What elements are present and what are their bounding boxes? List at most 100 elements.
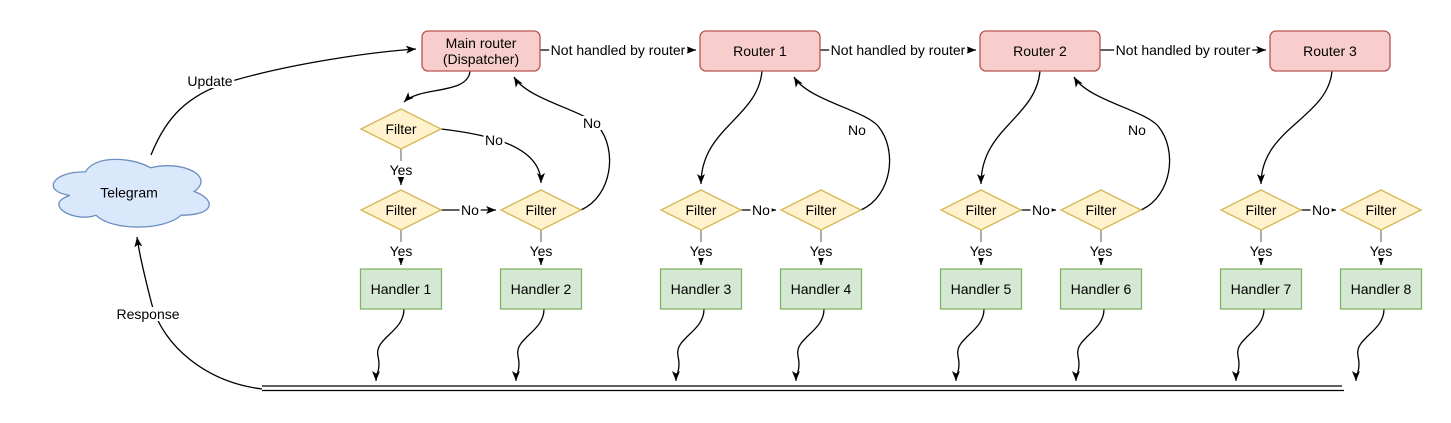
handler-8-node-label: Handler 8	[1351, 281, 1412, 297]
main-router-node-label: Main router	[446, 35, 517, 51]
yes-r3-2-label: Yes	[1370, 243, 1393, 259]
filter-r1-2-label: Filter	[805, 202, 836, 218]
edge-update	[150, 45, 417, 156]
edge-r2-filters-no-label: No	[1032, 202, 1050, 218]
filter-r3-2-label: Filter	[1365, 202, 1396, 218]
edge-main-filter-no-diag	[440, 128, 545, 184]
edge-handler-4-bus	[792, 308, 825, 382]
handler-7-node	[1219, 268, 1303, 310]
yes-r1-2-label: Yes	[810, 243, 833, 259]
edge-r2-filters-no-label-bg	[1030, 203, 1052, 217]
edge-handler-5-bus	[952, 308, 985, 382]
yes-r1-1-label-bg	[688, 244, 714, 258]
edge-handler-1-bus	[372, 308, 405, 382]
filter-main-1-label: Filter	[385, 202, 416, 218]
yes-r1-2-label-bg	[808, 244, 834, 258]
yes-main-top-label-bg	[388, 163, 414, 177]
edge-r1-to-filter	[697, 70, 763, 185]
filter-r2-1-label: Filter	[965, 202, 996, 218]
edge-r1-filters-no-label-bg	[750, 203, 772, 217]
filter-r1-1	[659, 189, 743, 231]
edge-main-filter-no-diag-label: No	[485, 132, 503, 148]
yes-r3-1-label-bg	[1248, 244, 1274, 258]
filter-r3-2	[1339, 189, 1423, 231]
main-router-node-label: (Dispatcher)	[443, 51, 519, 67]
telegram-cloud	[52, 158, 210, 228]
handler-5-node	[939, 268, 1023, 310]
response-bus-layer	[262, 385, 1344, 392]
filter-main-1	[359, 189, 443, 231]
yes-r2-1-label-bg	[968, 244, 994, 258]
edge-not-handled-3-label: Not handled by router	[1116, 42, 1251, 58]
edges-layer	[134, 45, 1385, 390]
edge-handler-8-bus	[1352, 308, 1385, 382]
edge-handler-7-bus	[1232, 308, 1265, 382]
handler-2-node-label: Handler 2	[511, 281, 572, 297]
yes-main-2-label-bg	[528, 244, 554, 258]
filter-r1-2	[779, 189, 863, 231]
filter-r3-1	[1219, 189, 1303, 231]
router-1-node-label: Router 1	[733, 43, 787, 59]
edge-main-return-no-label: No	[583, 115, 601, 131]
edge-not-handled-2-label-bg	[829, 43, 968, 57]
edge-main-filters-no-label-bg	[459, 203, 481, 217]
filter-r2-1	[939, 189, 1023, 231]
yes-r2-2-label-bg	[1088, 244, 1114, 258]
handler-6-node	[1059, 268, 1143, 310]
edge-not-handled-2-label: Not handled by router	[831, 42, 966, 58]
yes-main-2-label: Yes	[530, 243, 553, 259]
main-router-node	[421, 30, 541, 72]
telegram-cloud-label: Telegram	[100, 185, 158, 201]
yes-r3-1-label: Yes	[1250, 243, 1273, 259]
edge-r2-return-no	[1073, 76, 1171, 211]
edge-response-label-bg	[114, 307, 182, 321]
handler-6-node-label: Handler 6	[1071, 281, 1132, 297]
edge-r2-return-no-label: No	[1128, 122, 1146, 138]
nodes-layer: Telegram Main router(Dispatcher) Router 1 R…	[52, 30, 1423, 310]
filter-r3-1-label: Filter	[1245, 202, 1276, 218]
edge-handler-2-bus	[512, 308, 545, 382]
handler-3-node	[659, 268, 743, 310]
handler-1-node-label: Handler 1	[371, 281, 432, 297]
filter-main-top	[359, 108, 443, 150]
handler-4-node	[779, 268, 863, 310]
yes-r2-1-label: Yes	[970, 243, 993, 259]
edge-r3-filters-no-label: No	[1312, 202, 1330, 218]
edge-main-return-no	[513, 76, 611, 211]
edge-r1-return-no-label: No	[848, 122, 866, 138]
router-2-node	[979, 30, 1101, 72]
handler-4-node-label: Handler 4	[791, 281, 852, 297]
edge-handler-6-bus	[1072, 308, 1105, 382]
edge-update-label: Update	[187, 73, 232, 89]
edge-main-to-filter	[403, 70, 471, 103]
yes-r1-1-label: Yes	[690, 243, 713, 259]
handler-3-node-label: Handler 3	[671, 281, 732, 297]
router-1-node	[699, 30, 821, 72]
filter-main-2-label: Filter	[525, 202, 556, 218]
edge-r2-to-filter	[977, 70, 1041, 185]
yes-r3-2-label-bg	[1368, 244, 1394, 258]
edge-not-handled-3-label-bg	[1114, 43, 1253, 57]
edge-response-label: Response	[116, 306, 179, 322]
filter-main-top-label: Filter	[385, 121, 416, 137]
edge-r3-filters-no-label-bg	[1310, 203, 1332, 217]
filter-r1-1-label: Filter	[685, 202, 716, 218]
edge-r1-return-no	[793, 76, 891, 211]
yes-r2-2-label: Yes	[1090, 243, 1113, 259]
filter-main-2	[499, 189, 583, 231]
handler-2-node	[499, 268, 583, 310]
yes-main-1-label: Yes	[390, 243, 413, 259]
edge-r1-return-no-label-bg	[846, 123, 868, 137]
edge-main-filter-no-diag-label-bg	[483, 133, 505, 147]
edge-handler-3-bus	[672, 308, 705, 382]
router-2-node-label: Router 2	[1013, 43, 1067, 59]
router-3-node	[1269, 30, 1391, 72]
handler-1-node	[359, 268, 443, 310]
edge-r2-return-no-label-bg	[1126, 123, 1148, 137]
router-3-node-label: Router 3	[1303, 43, 1357, 59]
handler-7-node-label: Handler 7	[1231, 281, 1292, 297]
edge-main-return-no-label-bg	[581, 116, 603, 130]
